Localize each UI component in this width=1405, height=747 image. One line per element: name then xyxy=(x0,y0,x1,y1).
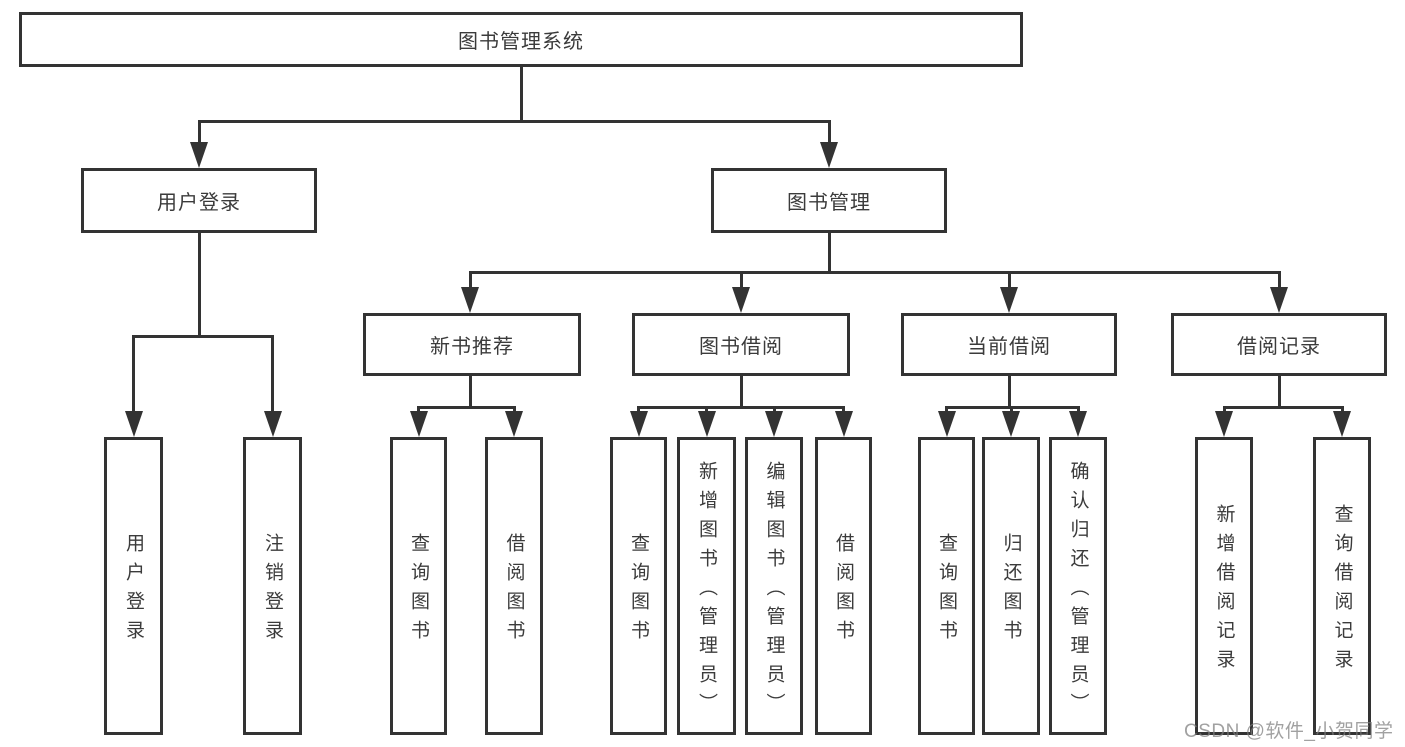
connector-line xyxy=(772,406,776,415)
connector-line xyxy=(637,406,845,409)
node-book-management-label: 图书管理 xyxy=(787,192,871,214)
node-borrow-record-label: 借阅记录 xyxy=(1237,336,1321,358)
connector-line xyxy=(1277,271,1281,290)
leaf-query-borrow-record: 查询借阅记录 xyxy=(1313,437,1371,735)
connector-line xyxy=(512,406,516,415)
connector-line xyxy=(1007,271,1011,290)
leaf-edit-book-admin: 编辑图书（管理员） xyxy=(745,437,803,735)
arrow-down-icon xyxy=(697,411,716,437)
connector-line xyxy=(271,335,274,414)
node-new-book-recommend-label: 新书推荐 xyxy=(430,336,514,358)
leaf-current-query-book-label: 查询图书 xyxy=(936,533,957,649)
connector-line xyxy=(739,376,743,406)
connector-line xyxy=(1007,376,1011,406)
node-user-login-label: 用户登录 xyxy=(157,192,241,214)
node-book-borrow-label: 图书借阅 xyxy=(699,336,783,358)
leaf-current-query-book: 查询图书 xyxy=(918,437,975,735)
connector-line xyxy=(468,271,1281,274)
leaf-borrow-query-book: 查询图书 xyxy=(610,437,667,735)
leaf-confirm-return-admin: 确认归还（管理员） xyxy=(1049,437,1107,735)
leaf-logout: 注销登录 xyxy=(243,437,302,735)
connector-line xyxy=(827,233,831,271)
connector-line xyxy=(1340,406,1344,415)
leaf-edit-book-admin-label: 编辑图书（管理员） xyxy=(763,460,785,722)
connector-line xyxy=(1009,406,1013,415)
node-book-management: 图书管理 xyxy=(711,168,947,233)
arrow-down-icon xyxy=(409,411,428,437)
leaf-recommend-query-book: 查询图书 xyxy=(390,437,447,735)
arrow-down-icon xyxy=(834,411,853,437)
arrow-down-icon xyxy=(1333,411,1351,437)
leaf-return-book-label: 归还图书 xyxy=(1000,533,1022,649)
arrow-down-icon xyxy=(820,142,838,168)
arrow-down-icon xyxy=(190,142,208,168)
connector-line xyxy=(1222,406,1344,409)
arrow-down-icon xyxy=(461,287,479,313)
connector-line xyxy=(1076,406,1080,415)
leaf-recommend-borrow-book-label: 借阅图书 xyxy=(503,533,525,649)
connector-line xyxy=(468,271,472,290)
connector-line xyxy=(739,271,743,290)
leaf-add-book-admin: 新增图书（管理员） xyxy=(677,437,736,735)
node-current-borrow: 当前借阅 xyxy=(901,313,1117,376)
node-root-label: 图书管理系统 xyxy=(458,31,584,53)
leaf-logout-label: 注销登录 xyxy=(262,533,283,649)
leaf-recommend-borrow-book: 借阅图书 xyxy=(485,437,543,735)
leaf-add-borrow-record: 新增借阅记录 xyxy=(1195,437,1253,735)
leaf-confirm-return-admin-label: 确认归还（管理员） xyxy=(1067,460,1089,722)
arrow-down-icon xyxy=(629,411,648,437)
leaf-borrow-book: 借阅图书 xyxy=(815,437,872,735)
connector-line xyxy=(827,120,831,145)
connector-line xyxy=(519,67,523,120)
leaf-borrow-query-book-label: 查询图书 xyxy=(628,533,649,649)
leaf-user-login: 用户登录 xyxy=(104,437,163,735)
leaf-borrow-book-label: 借阅图书 xyxy=(833,533,854,649)
connector-line xyxy=(197,233,201,335)
arrow-down-icon xyxy=(505,411,523,437)
connector-line xyxy=(842,406,845,415)
csdn-watermark: CSDN @软件_小贺同学 xyxy=(1184,721,1394,742)
node-current-borrow-label: 当前借阅 xyxy=(967,336,1051,358)
node-root: 图书管理系统 xyxy=(19,12,1023,67)
connector-line xyxy=(132,335,135,414)
arrow-down-icon xyxy=(1002,411,1020,437)
node-new-book-recommend: 新书推荐 xyxy=(363,313,581,376)
arrow-down-icon xyxy=(1215,411,1233,437)
arrow-down-icon xyxy=(1270,287,1288,313)
arrow-down-icon xyxy=(1000,287,1018,313)
connector-line xyxy=(468,376,472,406)
connector-line xyxy=(637,406,640,415)
arrow-down-icon xyxy=(732,287,750,313)
leaf-add-borrow-record-label: 新增借阅记录 xyxy=(1213,504,1235,678)
connector-line xyxy=(417,406,420,415)
connector-line xyxy=(1277,376,1281,406)
connector-line xyxy=(945,406,948,415)
connector-line xyxy=(197,120,201,145)
node-user-login: 用户登录 xyxy=(81,168,317,233)
leaf-query-borrow-record-label: 查询借阅记录 xyxy=(1331,504,1353,678)
connector-line xyxy=(705,406,708,415)
arrow-down-icon xyxy=(937,411,956,437)
connector-line xyxy=(417,406,516,409)
arrow-down-icon xyxy=(124,411,143,437)
connector-line xyxy=(1222,406,1226,415)
leaf-add-book-admin-label: 新增图书（管理员） xyxy=(696,460,717,722)
arrow-down-icon xyxy=(765,411,783,437)
leaf-user-login-label: 用户登录 xyxy=(123,533,144,649)
leaf-return-book: 归还图书 xyxy=(982,437,1040,735)
arrow-down-icon xyxy=(1069,411,1087,437)
arrow-down-icon xyxy=(263,411,282,437)
connector-line xyxy=(132,335,274,338)
node-book-borrow: 图书借阅 xyxy=(632,313,850,376)
node-borrow-record: 借阅记录 xyxy=(1171,313,1387,376)
leaf-recommend-query-book-label: 查询图书 xyxy=(408,533,429,649)
connector-line xyxy=(197,120,831,123)
